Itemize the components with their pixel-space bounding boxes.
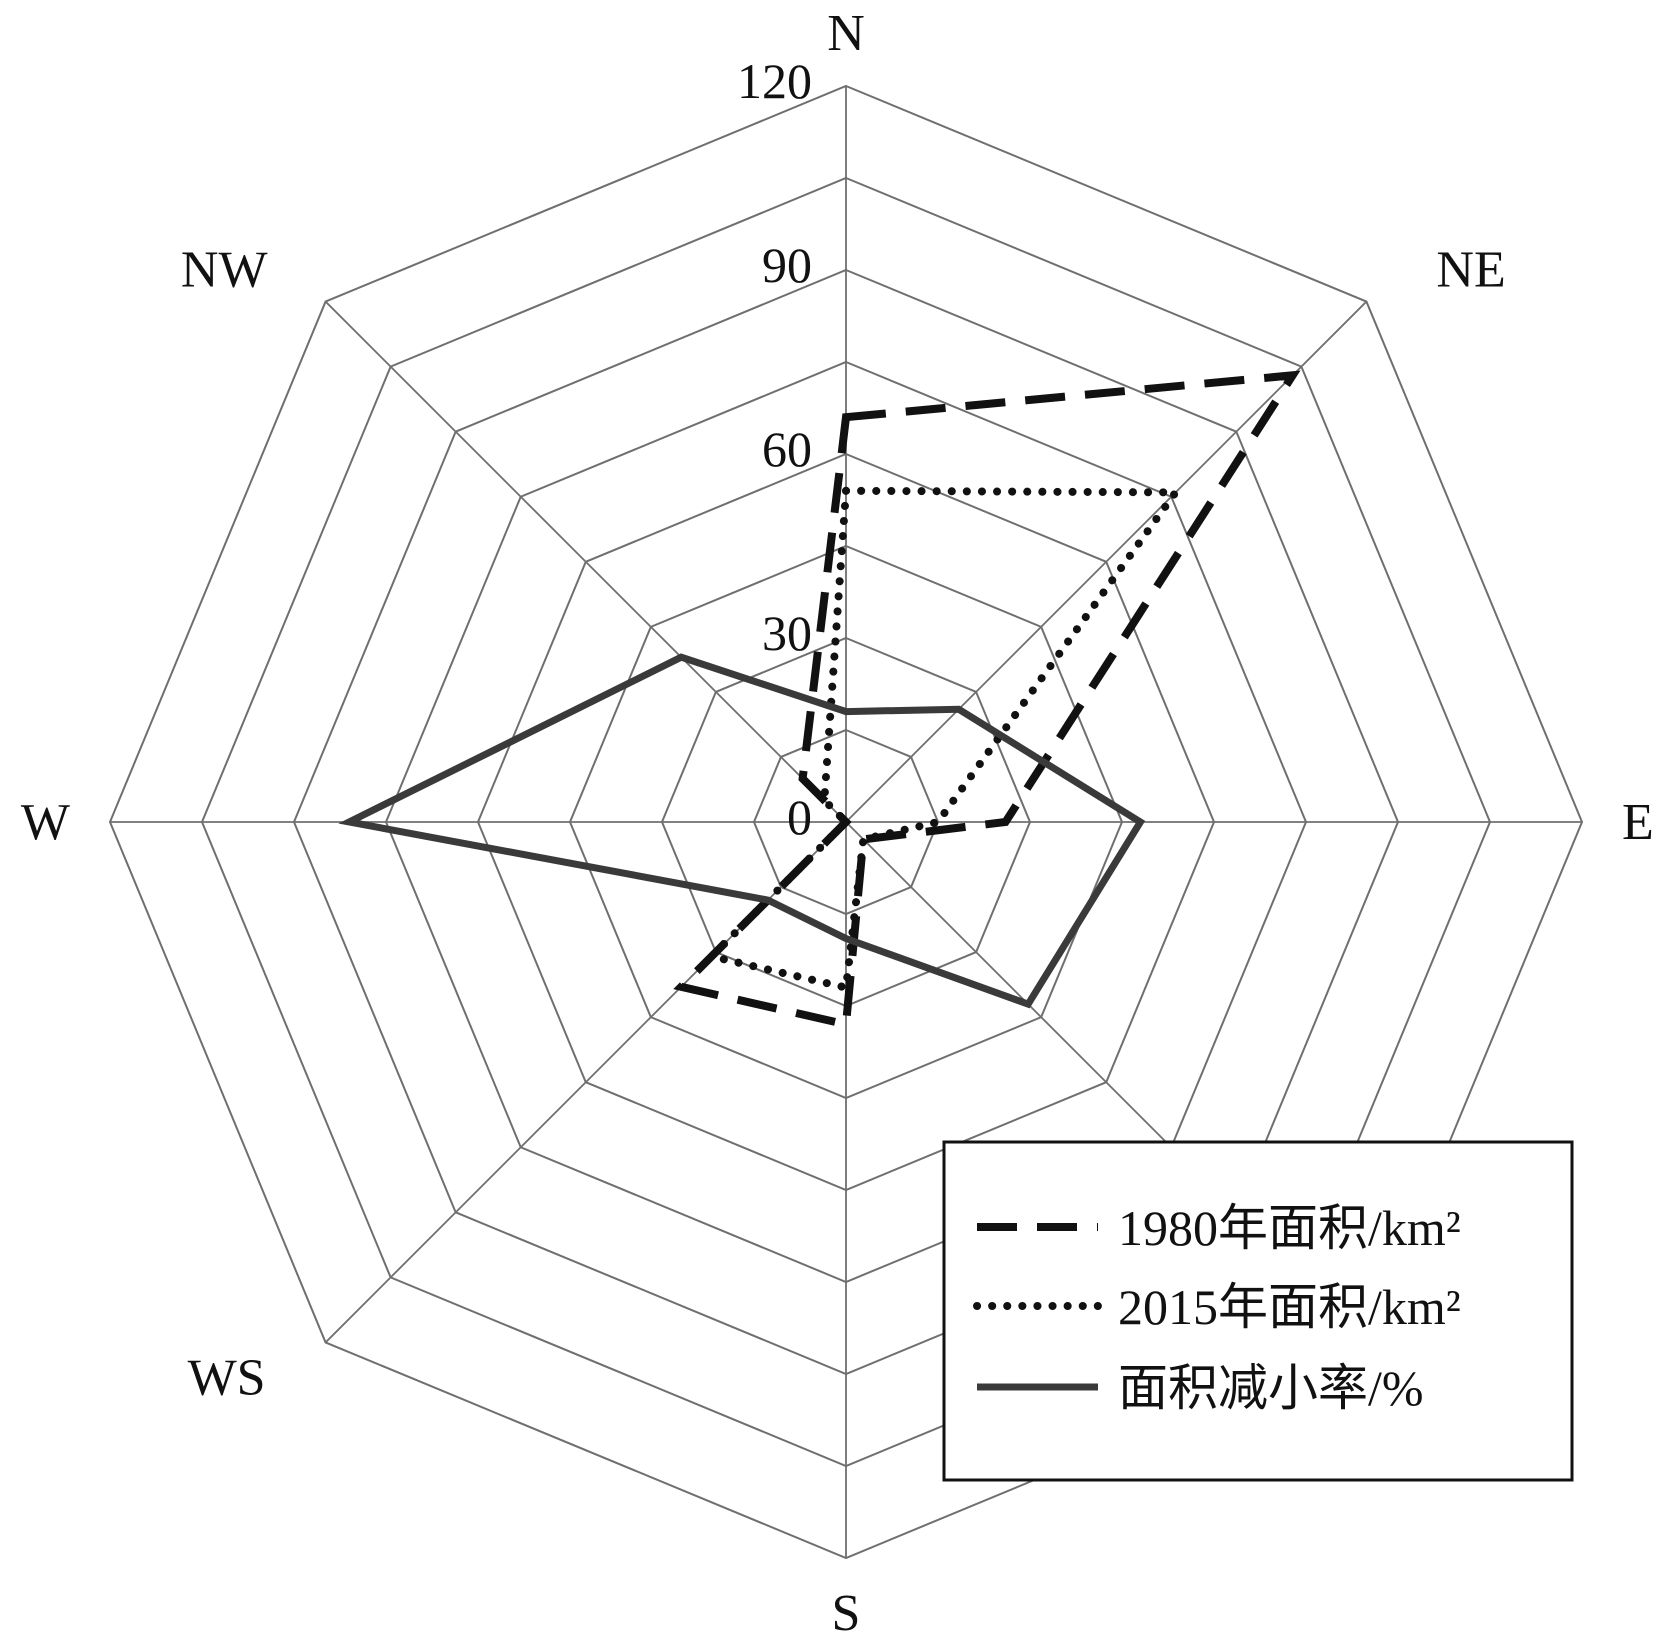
series-1-polygon (703, 486, 1184, 993)
legend: 1980年面积/km² 2015年面积/km² 面积减小率/% (942, 1140, 1574, 1482)
series-2-polygon (338, 653, 1146, 1009)
tick-label-30: 30 (762, 605, 812, 661)
axis-label-NE: NE (1436, 242, 1505, 299)
legend-label-rate: 面积减小率/% (1118, 1360, 1424, 1416)
legend-box (942, 1140, 1574, 1482)
axis-label-NW: NW (181, 242, 268, 299)
legend-label-2015: 2015年面积/km² (1118, 1279, 1461, 1335)
radar-grid (108, 84, 1584, 1560)
radial-tick-labels: 0 30 60 90 120 (737, 53, 812, 845)
tick-label-60: 60 (762, 421, 812, 477)
axis-label-S: S (832, 1585, 861, 1642)
axis-label-WS: WS (188, 1349, 266, 1406)
axis-label-N: N (827, 5, 865, 62)
tick-label-90: 90 (762, 237, 812, 293)
tick-label-0: 0 (787, 789, 812, 845)
axis-label-E: E (1622, 794, 1654, 851)
axis-label-W: W (21, 794, 70, 851)
tick-label-120: 120 (737, 53, 812, 109)
axis-labels: N NE E S WS W NW (21, 5, 1654, 1642)
data-series (338, 370, 1301, 1030)
series-0-polygon (673, 370, 1301, 1030)
legend-label-1980: 1980年面积/km² (1118, 1200, 1461, 1256)
spoke-NE (845, 300, 1368, 823)
spoke-NW (324, 300, 847, 823)
